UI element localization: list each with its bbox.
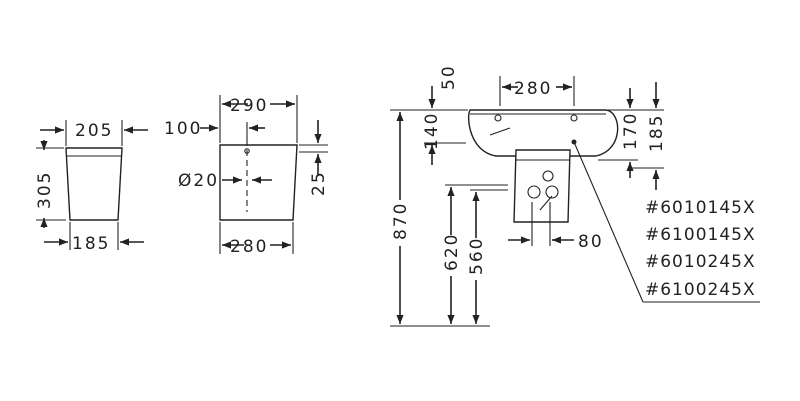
dim-install-560: 560 bbox=[467, 237, 487, 275]
article-number: #6100145X bbox=[645, 225, 756, 245]
article-number: #6010145X bbox=[645, 198, 756, 218]
trap-circle-right bbox=[545, 185, 559, 199]
side-view: 290 100 Ø20 25 280 bbox=[164, 95, 329, 257]
article-number: #6010245X bbox=[645, 252, 756, 272]
dim-install-140: 140 bbox=[422, 112, 442, 150]
dim-install-620: 620 bbox=[442, 233, 462, 271]
leader-line bbox=[573, 141, 644, 303]
dim-install-80: 80 bbox=[578, 232, 604, 252]
dim-install-170: 170 bbox=[621, 112, 641, 150]
installation-view: 280 50 140 870 620 560 80 bbox=[390, 64, 760, 327]
dim-install-50: 50 bbox=[439, 64, 459, 90]
article-number-list: #6010145X #6100145X #6010245X #6100245X bbox=[645, 198, 756, 300]
dim-top-width: 290 bbox=[230, 96, 268, 116]
dim-height: 305 bbox=[35, 171, 55, 209]
dim-width-top: 205 bbox=[75, 121, 113, 141]
dim-offset: 100 bbox=[164, 119, 202, 139]
dim-install-top-width: 280 bbox=[514, 79, 552, 99]
pedestal-outline bbox=[513, 149, 571, 223]
dim-bottom-width: 280 bbox=[230, 237, 268, 257]
mounting-hole bbox=[244, 148, 250, 154]
dim-width-bottom: 185 bbox=[72, 234, 110, 254]
semi-pedestal-outline bbox=[65, 147, 123, 221]
dim-height-25: 25 bbox=[309, 170, 329, 196]
dim-install-185: 185 bbox=[647, 114, 667, 152]
dim-install-870: 870 bbox=[391, 202, 411, 240]
trap-circle-left bbox=[527, 185, 541, 199]
dim-hole-diameter: Ø20 bbox=[178, 171, 219, 191]
side-view-outline bbox=[219, 144, 298, 221]
semi-pedestal-view: 205 305 185 bbox=[35, 120, 148, 254]
washbasin-outline bbox=[467, 109, 619, 157]
article-number: #6100245X bbox=[645, 280, 756, 300]
